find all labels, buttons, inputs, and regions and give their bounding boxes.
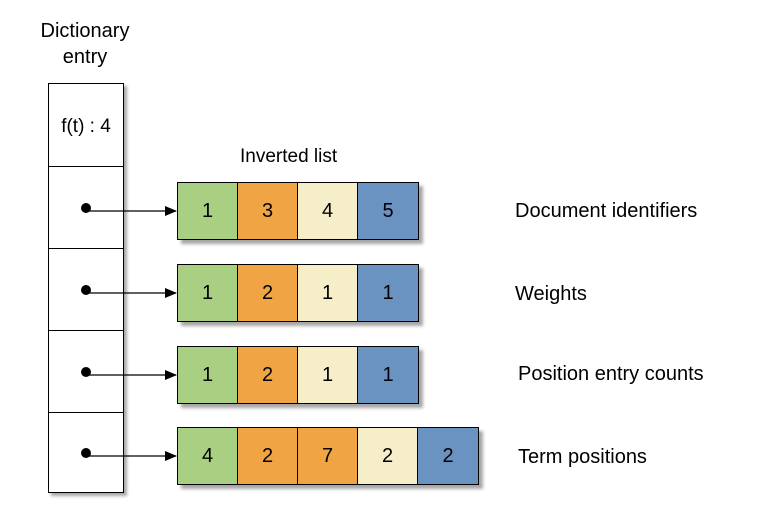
list-row-weights: 1 2 1 1 [177, 264, 419, 322]
row-label-position-entry-counts: Position entry counts [518, 363, 704, 385]
list-cell: 4 [178, 428, 238, 484]
pointer-cell-document-identifiers [49, 167, 123, 249]
list-cell: 3 [238, 183, 298, 239]
pointer-dot [81, 367, 91, 377]
dictionary-entry-title: Dictionary entry [20, 18, 150, 70]
row-label-document-identifiers: Document identifiers [515, 200, 698, 222]
list-row-term-positions: 4 2 7 2 2 [177, 427, 479, 485]
list-cell: 1 [298, 265, 358, 321]
frequency-label: f(t) : 4 [61, 116, 111, 137]
list-cell: 2 [238, 428, 298, 484]
list-cell: 1 [178, 265, 238, 321]
pointer-cell-weights [49, 249, 123, 331]
pointer-cell-position-entry-counts [49, 331, 123, 413]
list-cell: 1 [178, 183, 238, 239]
pointer-dot [81, 203, 91, 213]
list-cell: 2 [238, 347, 298, 403]
inverted-list-title: Inverted list [240, 146, 338, 167]
dictionary-entry-column: f(t) : 4 [48, 83, 124, 493]
frequency-cell: f(t) : 4 [49, 84, 123, 167]
list-cell: 1 [358, 265, 418, 321]
list-cell: 5 [358, 183, 418, 239]
list-cell: 2 [358, 428, 418, 484]
list-cell: 2 [418, 428, 478, 484]
row-label-weights: Weights [515, 283, 587, 305]
list-cell: 2 [238, 265, 298, 321]
list-row-position-entry-counts: 1 2 1 1 [177, 346, 419, 404]
list-row-document-identifiers: 1 3 4 5 [177, 182, 419, 240]
list-cell: 1 [298, 347, 358, 403]
list-cell: 1 [358, 347, 418, 403]
pointer-dot [81, 285, 91, 295]
pointer-dot [81, 448, 91, 458]
dictionary-title-line2: entry [62, 46, 108, 68]
dictionary-title-line1: Dictionary [40, 20, 130, 42]
list-cell: 1 [178, 347, 238, 403]
pointer-cell-term-positions [49, 413, 123, 494]
list-cell: 4 [298, 183, 358, 239]
row-label-term-positions: Term positions [518, 446, 647, 468]
list-cell: 7 [298, 428, 358, 484]
